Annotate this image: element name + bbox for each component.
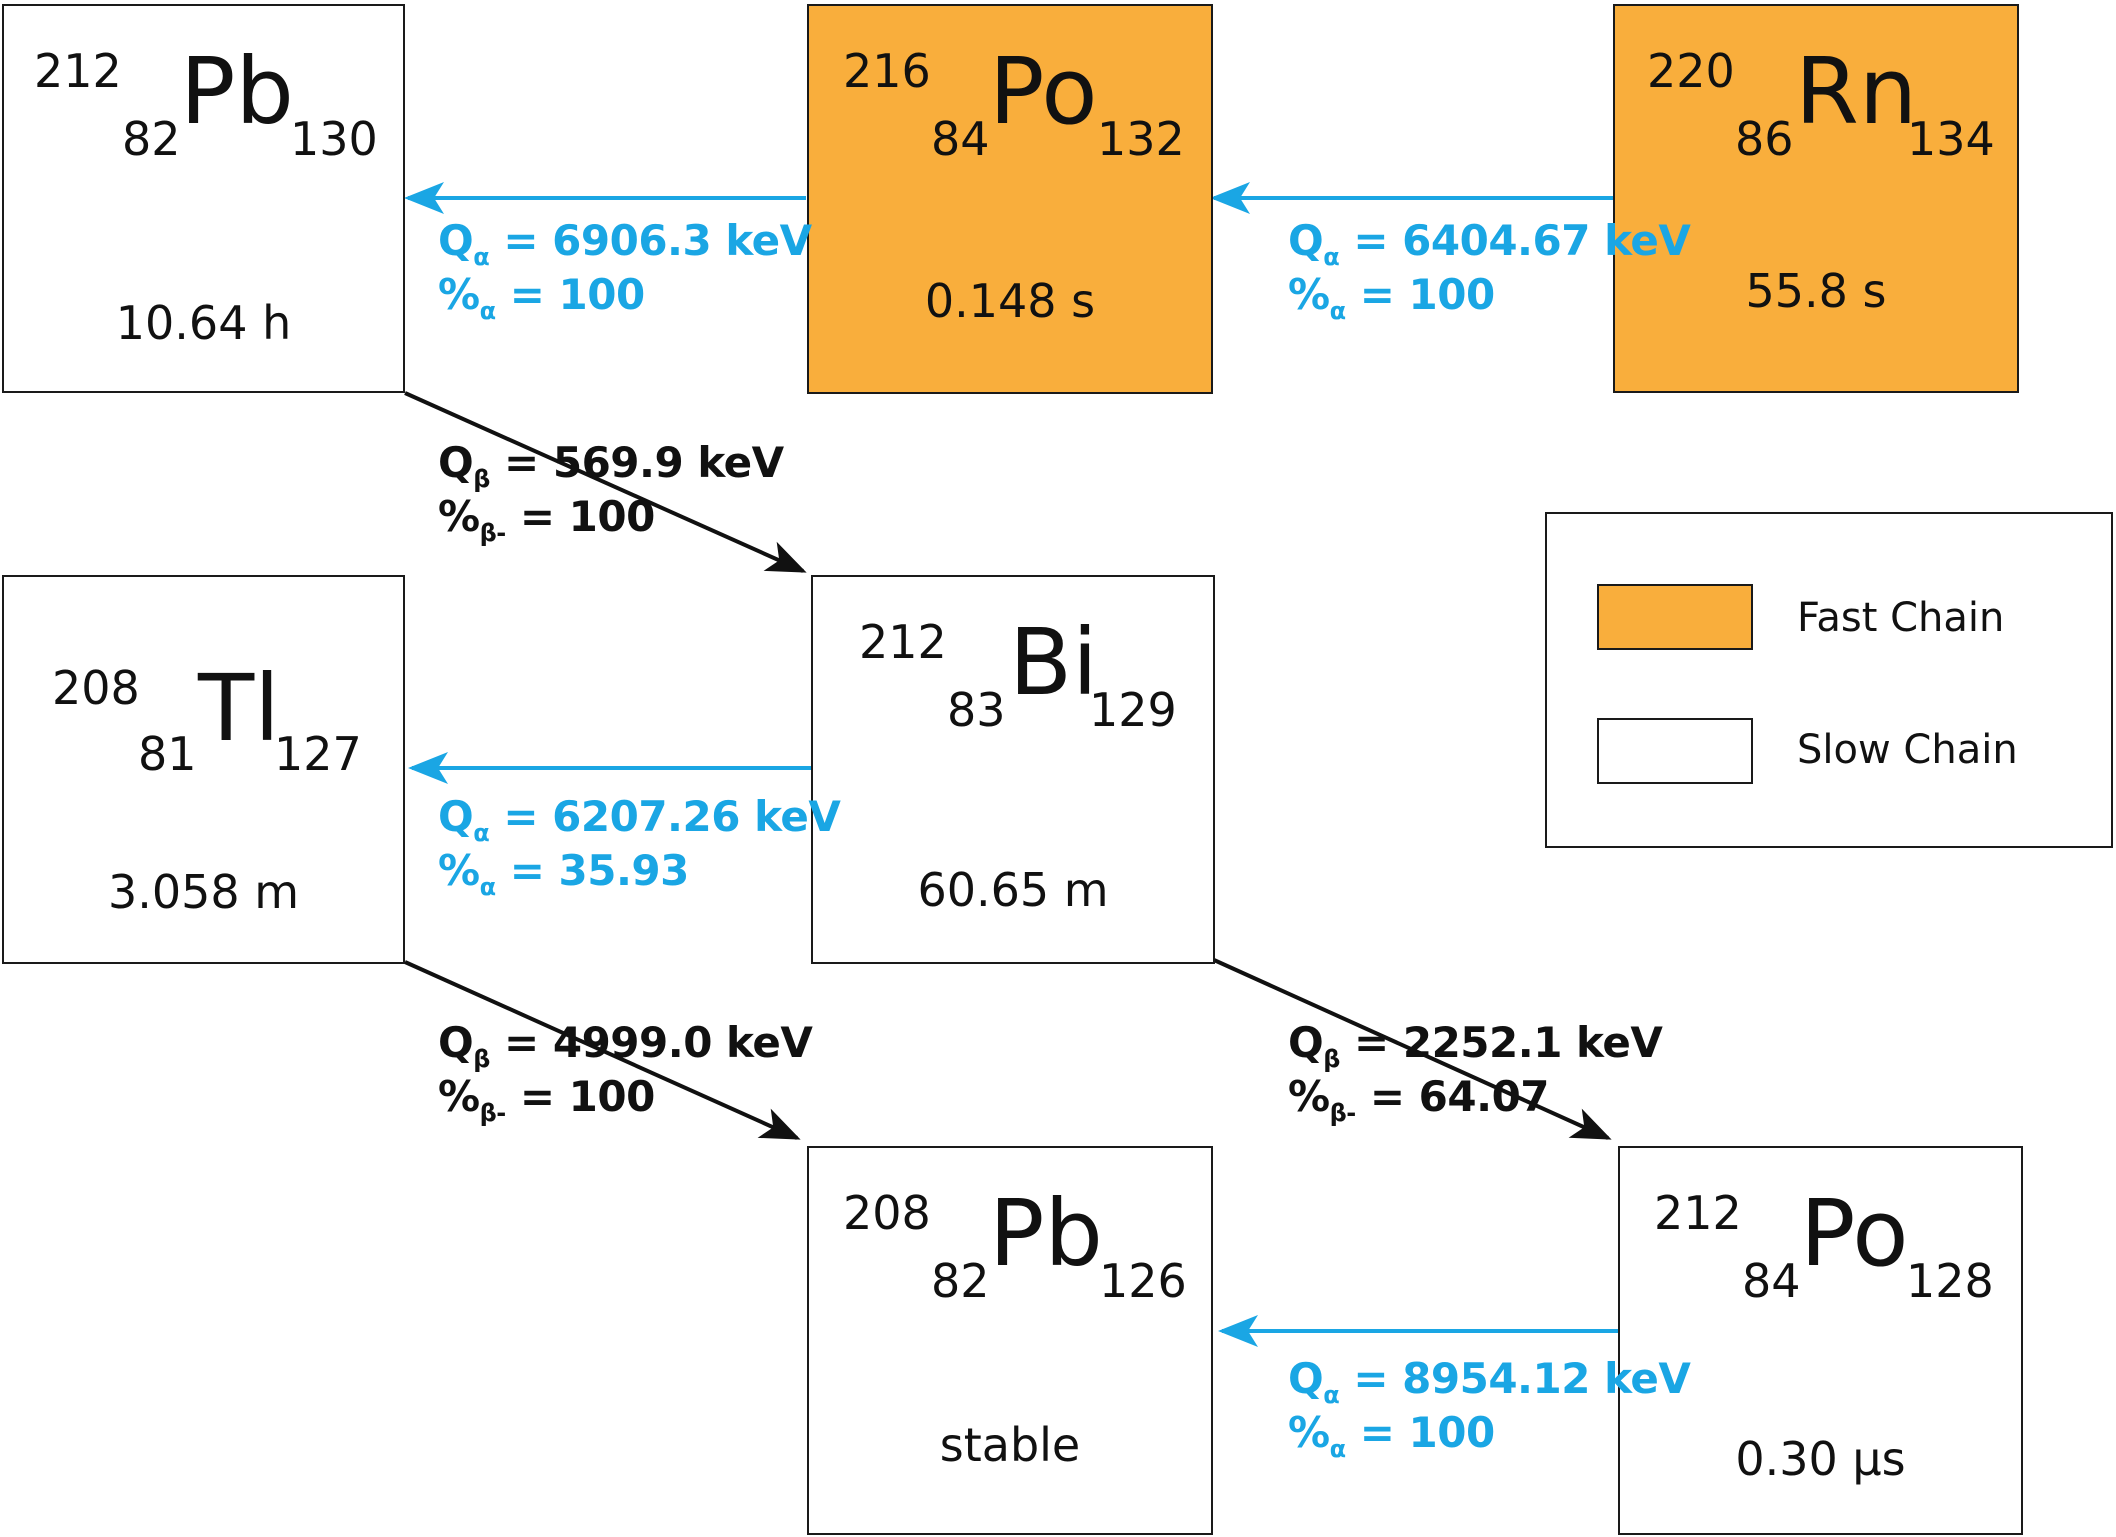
- atomic-number: 81: [138, 727, 197, 781]
- nuclide-box-pb212: 212 82 Pb 130 10.64 h: [2, 4, 405, 393]
- q-value: Qα = 6404.67 keV: [1288, 216, 1691, 271]
- nuclide-box-po212: 212 84 Po 128 0.30 µs: [1618, 1146, 2023, 1535]
- slow-chain-label: Slow Chain: [1797, 727, 2018, 773]
- decay-label-po212-pb208: Qα = 8954.12 keV %α = 100: [1288, 1358, 1691, 1463]
- neutron-number: 128: [1906, 1254, 1994, 1308]
- branching-ratio: %α = 100: [438, 270, 645, 325]
- mass-number: 212: [859, 615, 947, 669]
- element-symbol: Pb: [180, 38, 294, 145]
- nuclide-box-po216: 216 84 Po 132 0.148 s: [807, 4, 1213, 394]
- branching-ratio: %α = 100: [1288, 270, 1495, 325]
- element-symbol: Rn: [1795, 38, 1918, 145]
- element-symbol: Bi: [1009, 609, 1098, 716]
- neutron-number: 127: [274, 727, 362, 781]
- q-value: Qβ = 2252.1 keV: [1288, 1018, 1663, 1073]
- nuclide-box-pb208: 208 82 Pb 126 stable: [807, 1146, 1213, 1535]
- atomic-number: 83: [947, 683, 1006, 737]
- branching-ratio: %β- = 64.07: [1288, 1072, 1550, 1127]
- atomic-number: 82: [931, 1254, 990, 1308]
- mass-number: 216: [843, 44, 931, 98]
- half-life: 10.64 h: [115, 296, 292, 350]
- neutron-number: 129: [1089, 683, 1177, 737]
- neutron-number: 130: [290, 112, 378, 166]
- legend: Fast Chain Slow Chain: [1545, 512, 2113, 848]
- q-value: Qβ = 569.9 keV: [438, 438, 784, 493]
- half-life: 0.30 µs: [1735, 1432, 1906, 1486]
- element-symbol: Po: [1800, 1180, 1909, 1287]
- element-symbol: Tl: [198, 655, 280, 762]
- arrow-pb212-to-bi212: [404, 391, 807, 573]
- neutron-number: 132: [1097, 112, 1185, 166]
- neutron-number: 134: [1907, 112, 1995, 166]
- half-life: 60.65 m: [917, 863, 1109, 917]
- decay-label-pb212-bi212: Qβ = 569.9 keV %β- = 100: [438, 442, 784, 547]
- branching-ratio: %β- = 100: [438, 1072, 655, 1127]
- half-life: 3.058 m: [107, 865, 300, 919]
- arrow-tl208-to-pb208: [404, 960, 801, 1140]
- nuclide-box-rn220: 220 86 Rn 134 55.8 s: [1613, 4, 2019, 393]
- mass-number: 212: [34, 44, 122, 98]
- decay-label-po216-pb212: Qα = 6906.3 keV %α = 100: [438, 220, 812, 325]
- mass-number: 208: [843, 1186, 931, 1240]
- decay-label-rn220-po216: Qα = 6404.67 keV %α = 100: [1288, 220, 1691, 325]
- q-value: Qα = 6207.26 keV: [438, 792, 841, 847]
- mass-number: 212: [1654, 1186, 1742, 1240]
- fast-chain-swatch: [1597, 584, 1753, 650]
- nuclide-box-tl208: 208 81 Tl 127 3.058 m: [2, 575, 405, 964]
- element-symbol: Pb: [989, 1180, 1103, 1287]
- atomic-number: 86: [1735, 112, 1794, 166]
- neutron-number: 126: [1099, 1254, 1187, 1308]
- half-life: 55.8 s: [1745, 264, 1887, 318]
- branching-ratio: %α = 100: [1288, 1408, 1495, 1463]
- half-life: stable: [939, 1418, 1081, 1472]
- atomic-number: 84: [931, 112, 990, 166]
- mass-number: 208: [52, 661, 140, 715]
- q-value: Qα = 8954.12 keV: [1288, 1354, 1691, 1409]
- fast-chain-label: Fast Chain: [1797, 595, 2005, 641]
- atomic-number: 82: [122, 112, 181, 166]
- slow-chain-swatch: [1597, 718, 1753, 784]
- decay-label-bi212-po212: Qβ = 2252.1 keV %β- = 64.07: [1288, 1022, 1663, 1127]
- half-life: 0.148 s: [924, 274, 1096, 328]
- decay-label-tl208-pb208: Qβ = 4999.0 keV %β- = 100: [438, 1022, 813, 1127]
- mass-number: 220: [1647, 44, 1735, 98]
- q-value: Qβ = 4999.0 keV: [438, 1018, 813, 1073]
- atomic-number: 84: [1742, 1254, 1801, 1308]
- nuclide-box-bi212: 212 83 Bi 129 60.65 m: [811, 575, 1215, 964]
- branching-ratio: %α = 35.93: [438, 846, 689, 901]
- q-value: Qα = 6906.3 keV: [438, 216, 812, 271]
- decay-label-bi212-tl208: Qα = 6207.26 keV %α = 35.93: [438, 796, 841, 901]
- arrow-bi212-to-po212: [1213, 958, 1612, 1140]
- branching-ratio: %β- = 100: [438, 492, 655, 547]
- element-symbol: Po: [989, 38, 1098, 145]
